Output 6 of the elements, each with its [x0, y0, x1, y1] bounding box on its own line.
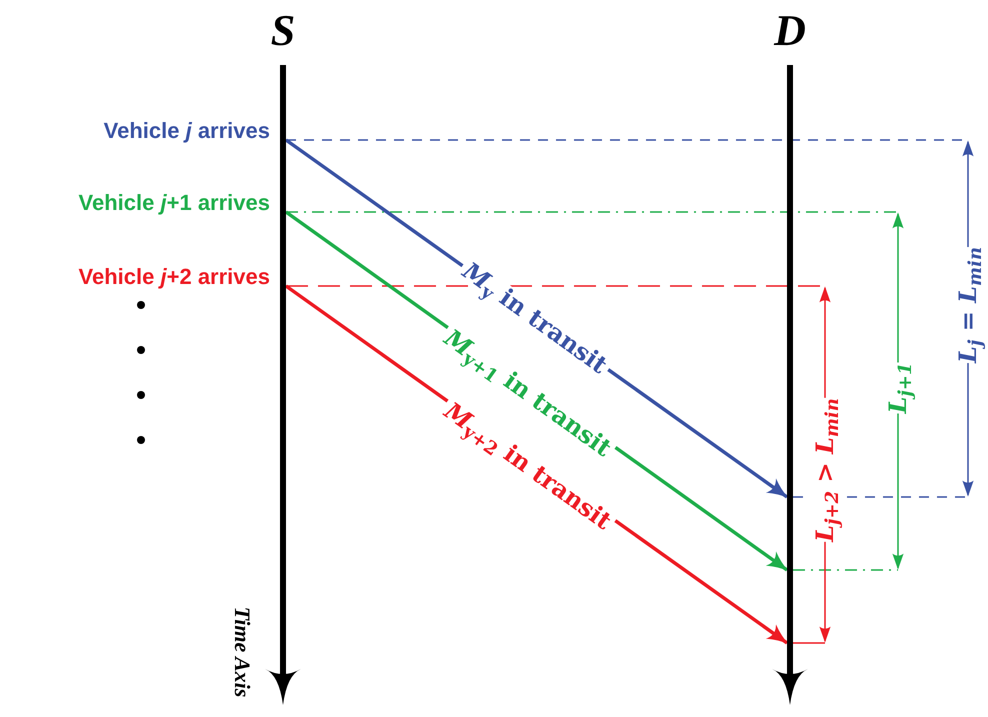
event-label: Vehicle j arrives: [104, 120, 270, 142]
event-label: Vehicle j+1 arrives: [78, 192, 270, 214]
event-label: Vehicle j+2 arrives: [78, 266, 270, 288]
axis-label: Time Axis: [231, 606, 253, 698]
entity-label: D: [774, 9, 806, 53]
entity-label: S: [270, 9, 296, 53]
